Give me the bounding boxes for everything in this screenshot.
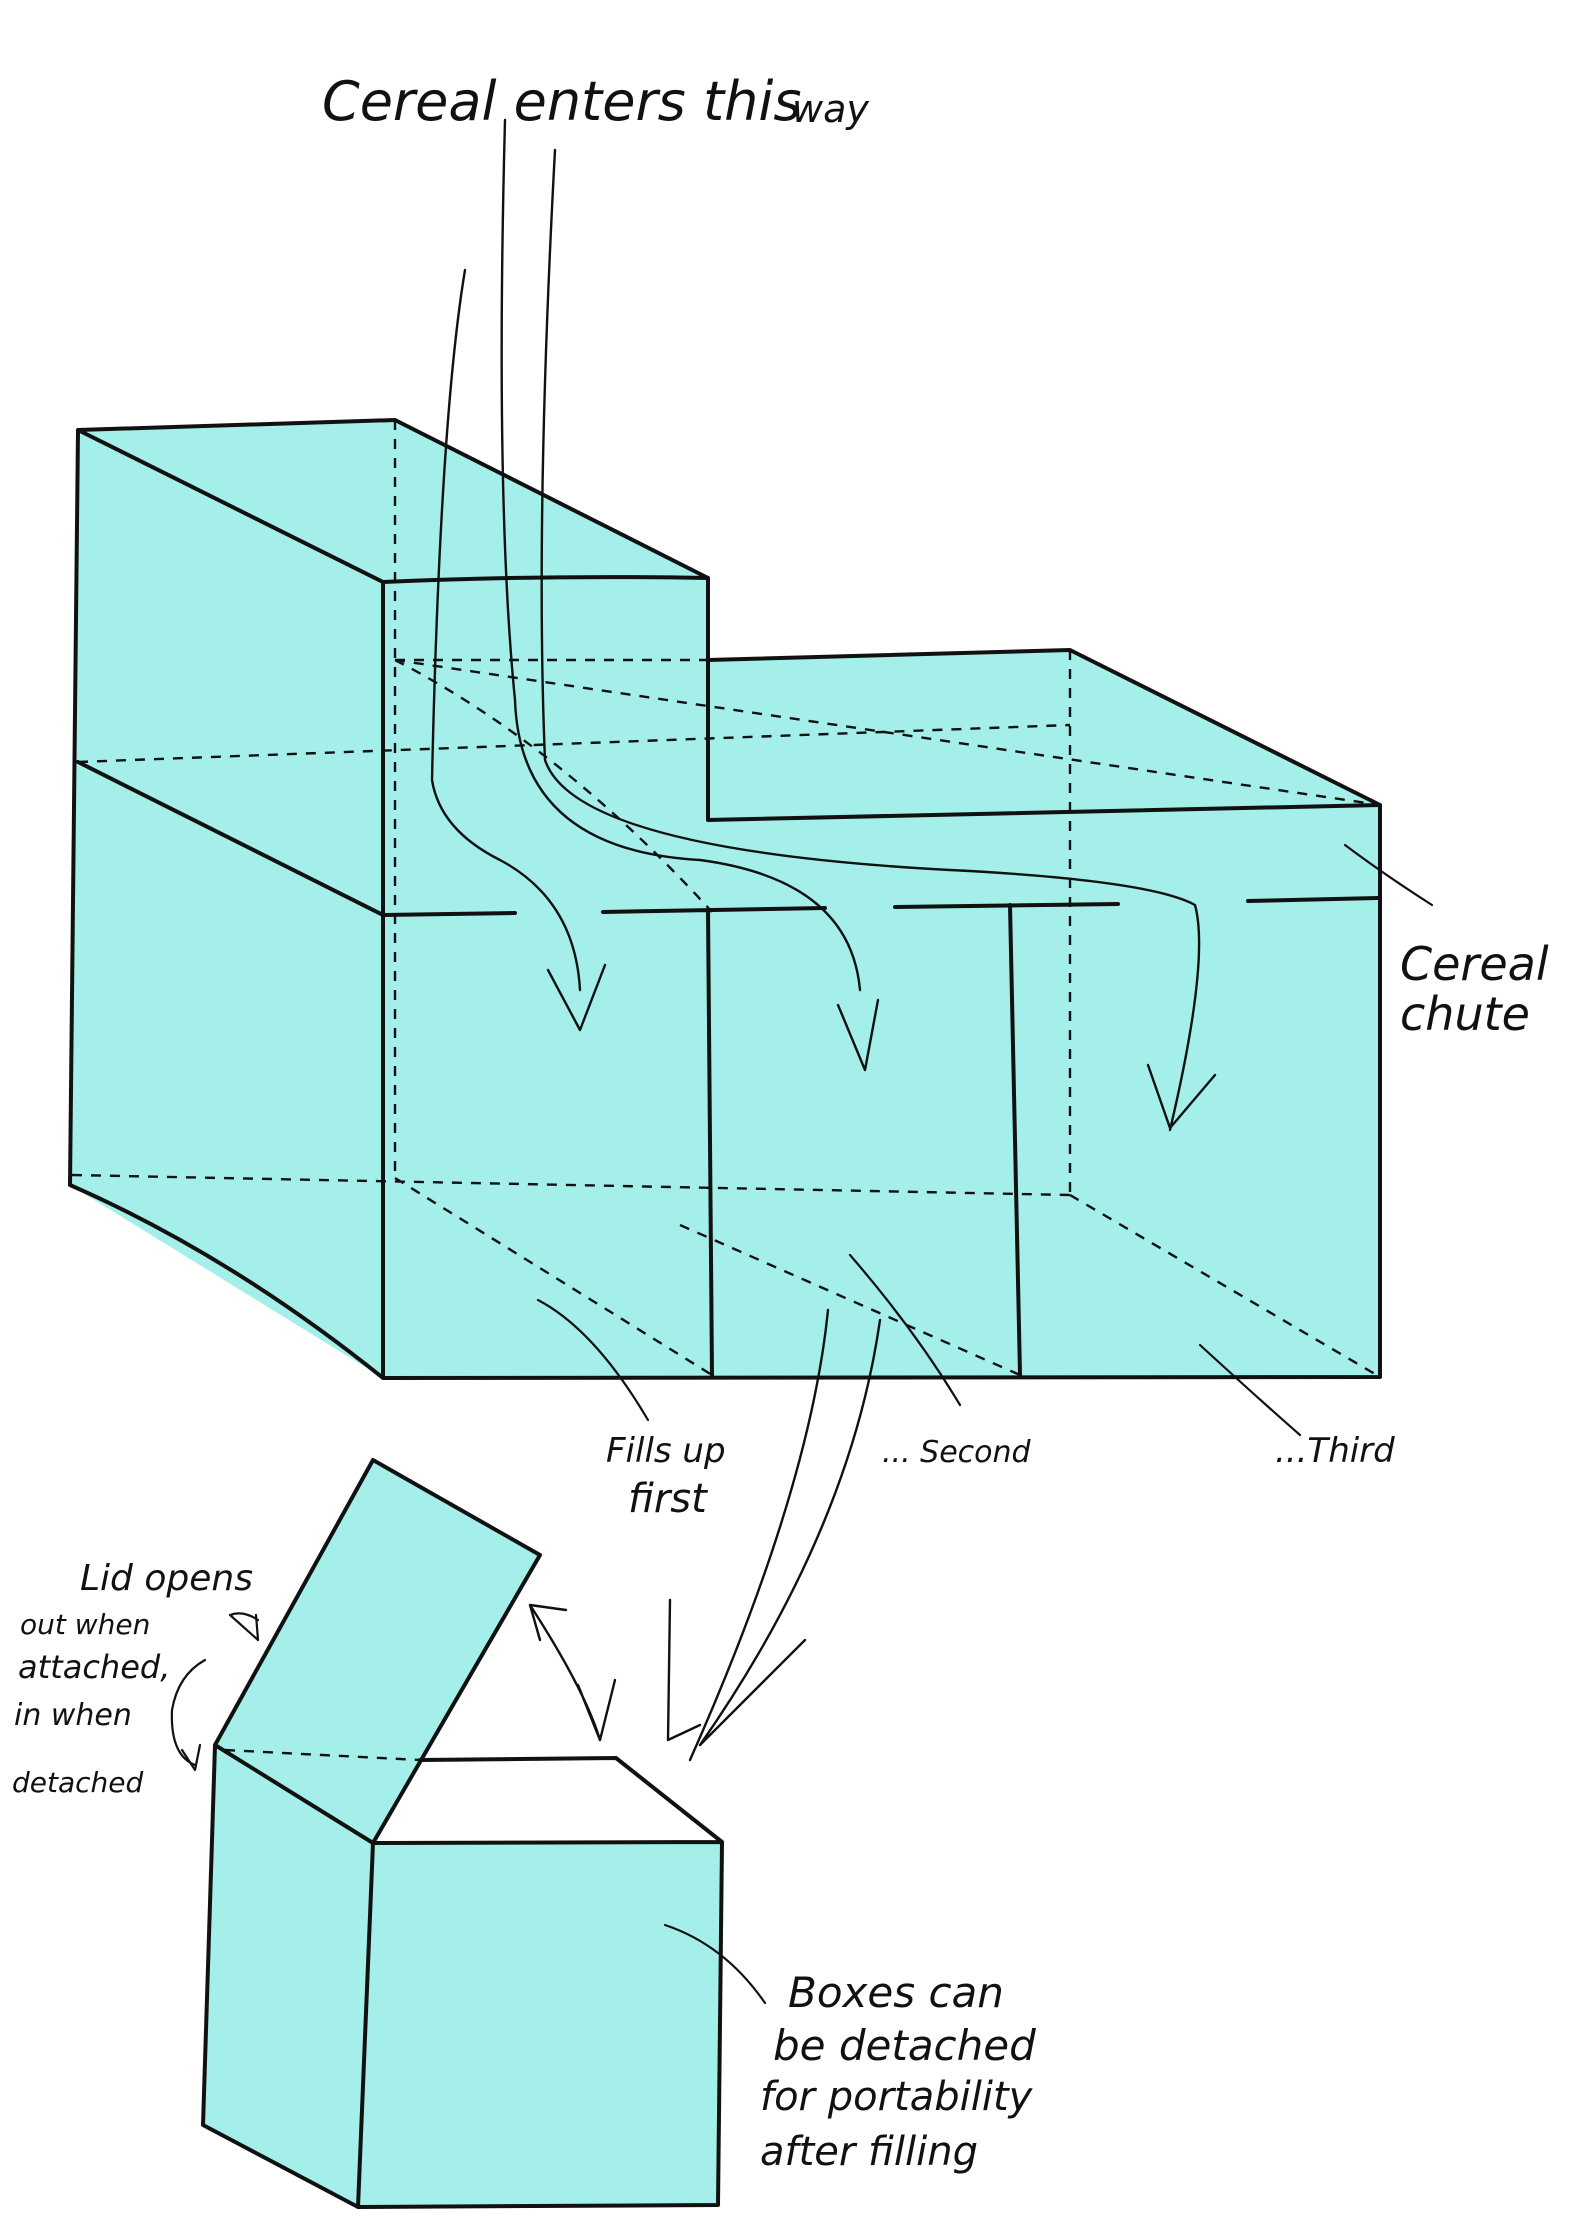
dispenser-right-top-face (708, 650, 1380, 820)
label-boxes-line1: Boxes can (788, 1968, 1004, 2017)
label-lid-line4: in when (14, 1698, 132, 1733)
cereal-chute-leader (1343, 843, 1434, 907)
box-lid-face (215, 1460, 540, 1843)
second-leader (848, 1253, 962, 1407)
label-second: ... Second (882, 1435, 1032, 1470)
dispenser-compartment-dividers (381, 896, 1380, 1377)
label-boxes-line4: after filling (760, 2129, 978, 2175)
dispenser-front-face (383, 578, 1380, 1378)
label-cereal-enters: Cereal enters this (322, 70, 802, 133)
box-outline (201, 1458, 724, 2209)
label-fills-first-line1: Fills up (606, 1431, 726, 1471)
cereal-flow-arrow-first (430, 268, 607, 1032)
label-fills-first-line2: first (628, 1476, 708, 1522)
label-lid-line1: Lid opens (80, 1558, 253, 1599)
dispenser-unit (68, 118, 1382, 1380)
label-lid-line2: out when (20, 1608, 150, 1641)
box-left-face (203, 1745, 373, 2207)
dispenser-left-face (70, 430, 383, 1378)
label-lid-line3: attached, (18, 1648, 170, 1686)
detachable-box (201, 1308, 882, 2209)
label-cereal-enters-way: way (792, 87, 869, 131)
label-third: ...Third (1275, 1431, 1395, 1471)
fills-first-leader (536, 1298, 650, 1422)
dispenser-hidden-edges (71, 420, 1381, 1379)
cereal-flow-arrow-second (500, 118, 880, 1072)
label-lid-line5: detached (12, 1766, 144, 1799)
label-boxes-line2: be detached (773, 2021, 1036, 2070)
label-cereal-chute-line2: chute (1400, 987, 1530, 1041)
lid-leader (170, 1612, 260, 1772)
label-boxes-line3: for portability (760, 2074, 1034, 2120)
flow-into-box-arrows (666, 1308, 882, 1762)
label-cereal-chute-line1: Cereal (1400, 937, 1549, 991)
cereal-flow-arrow-third (540, 148, 1217, 1132)
lid-open-double-arrow (528, 1603, 617, 1742)
box-front-face (358, 1842, 722, 2207)
third-leader (1198, 1343, 1302, 1437)
boxes-leader (663, 1923, 767, 2005)
box-hidden-edge (224, 1748, 421, 1762)
